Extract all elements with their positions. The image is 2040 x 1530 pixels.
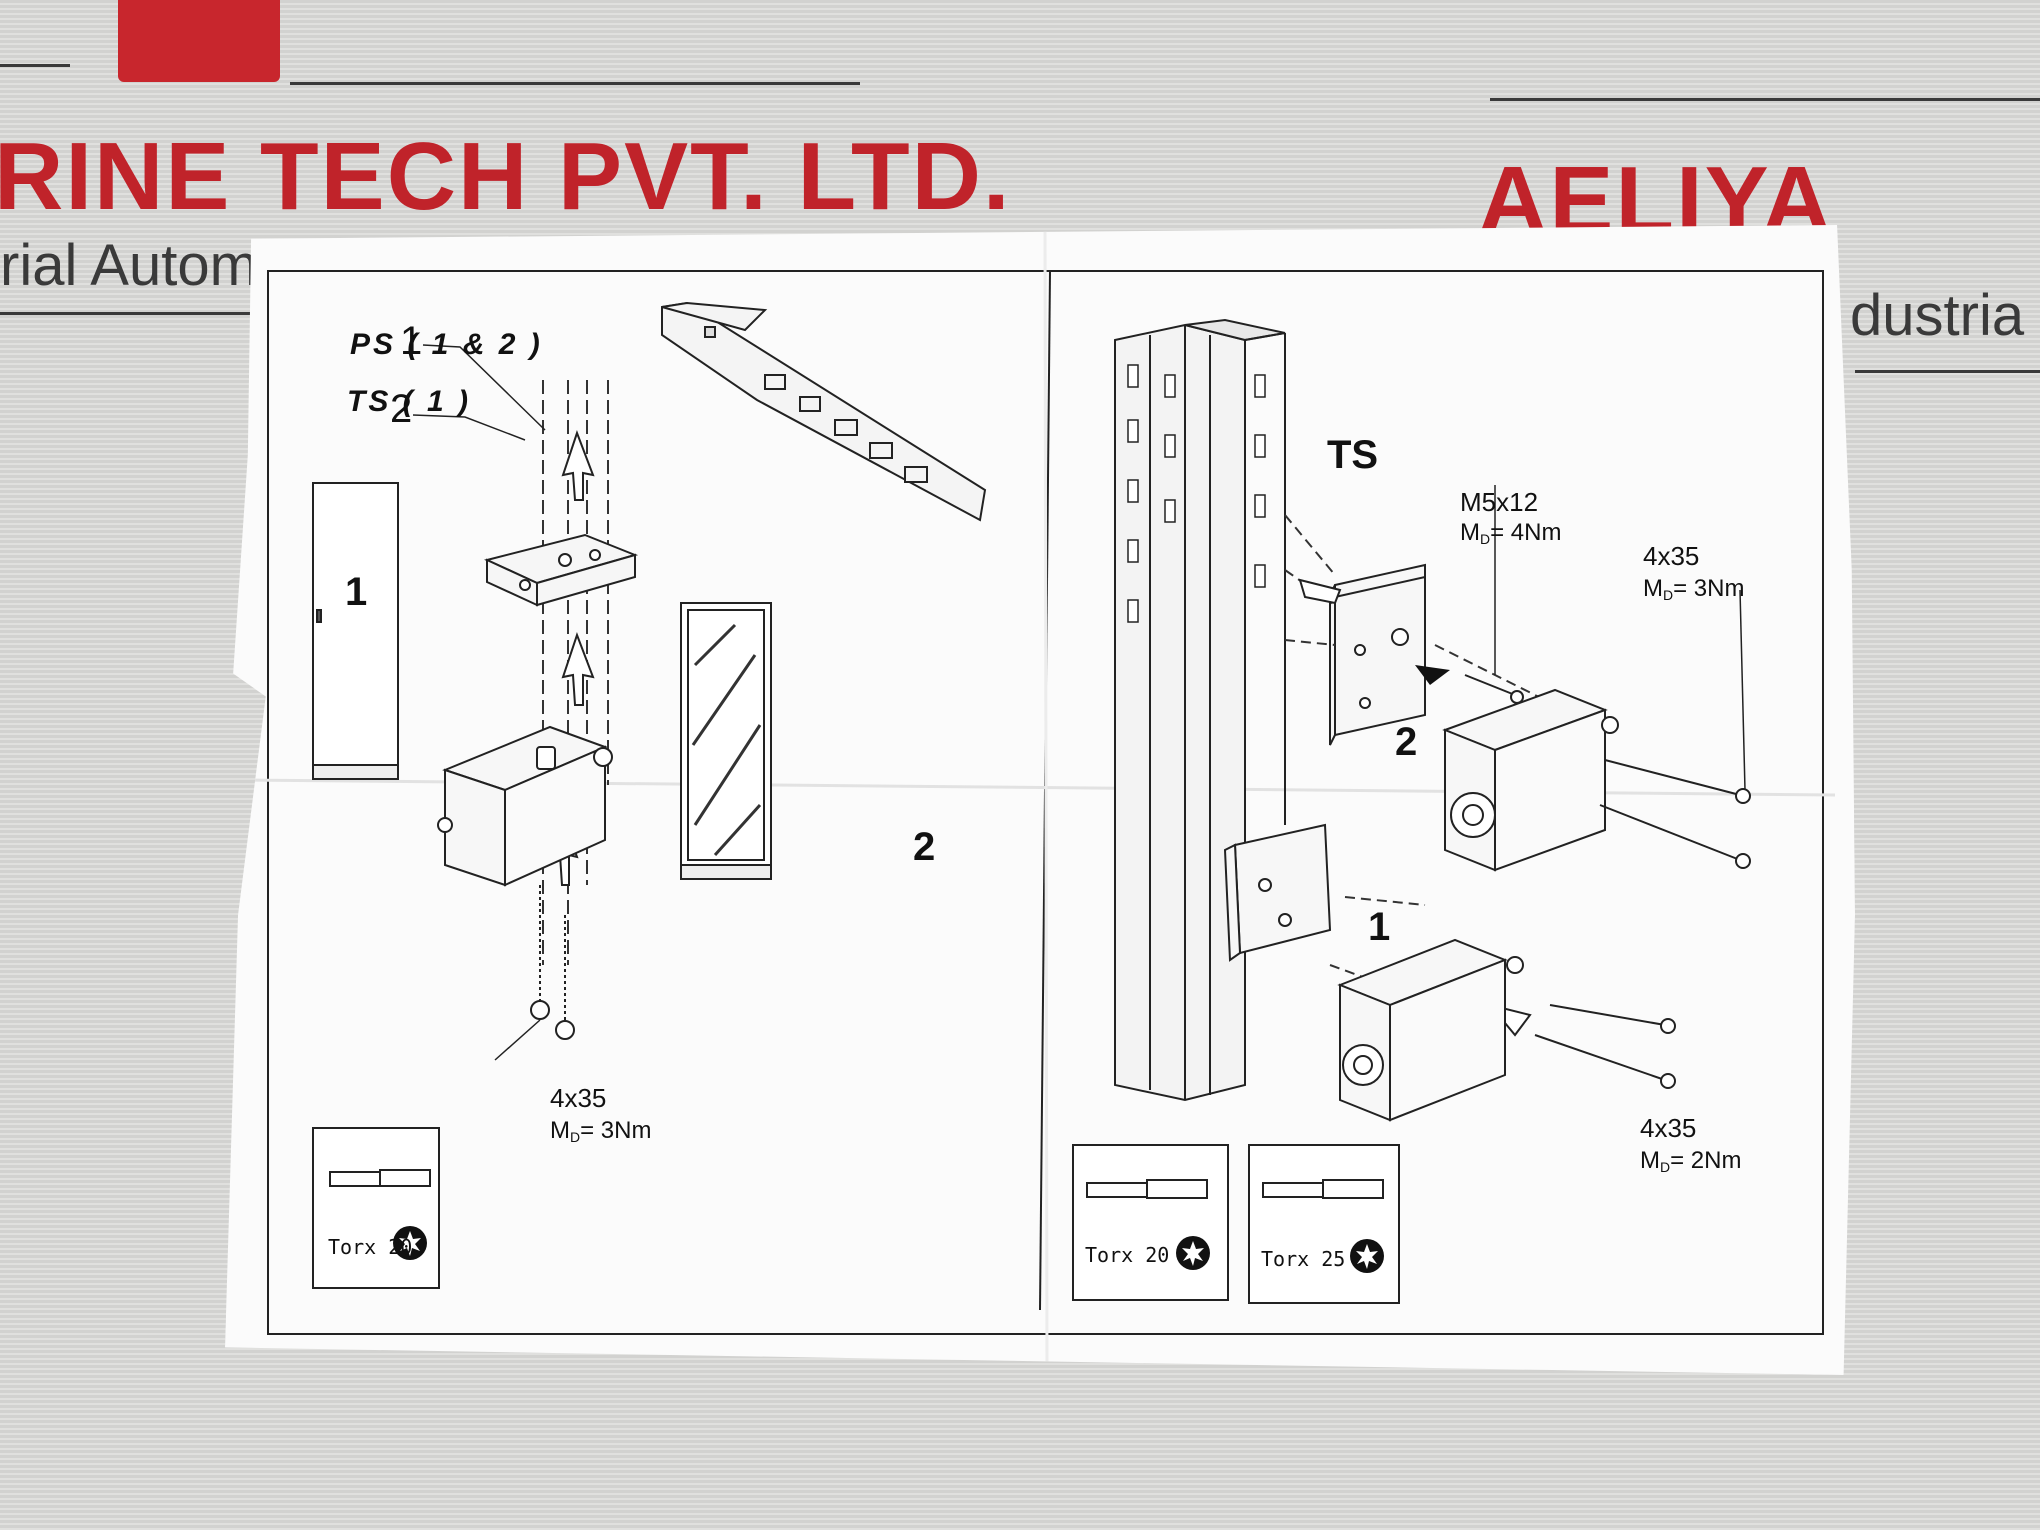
background-subtitle-right: dustria	[1850, 283, 2025, 348]
door-label-1: 1	[345, 570, 368, 614]
lock-box-upper	[1442, 688, 1619, 872]
company-logo	[118, 0, 280, 82]
divider-rule	[0, 64, 70, 67]
pointer-arrow	[1415, 665, 1450, 685]
tool-label-right-2: Torx 25	[1261, 1247, 1346, 1271]
divider-rule	[290, 82, 860, 85]
bracket-1	[1223, 823, 1332, 962]
screw-c-torque: MD= 2Nm	[1640, 1147, 1742, 1175]
tool-box-right-2	[1248, 1144, 1400, 1304]
lock-box-lower	[1337, 938, 1524, 1122]
door-label-2: 2	[913, 825, 936, 869]
tool-label-right-1: Torx 20	[1085, 1243, 1170, 1267]
heading-ts-right: TS	[1327, 433, 1379, 477]
tool-box-left	[312, 1127, 440, 1289]
screws-right	[1464, 674, 1751, 1089]
heading-ps: PS ( 1 & 2 )	[350, 328, 543, 361]
profile-holes	[1127, 364, 1266, 928]
divider-rule	[1855, 370, 2040, 373]
heading-ts: TS ( 1 )	[347, 385, 472, 418]
screw-a-torque: MD= 4Nm	[1460, 519, 1562, 547]
callout-leader	[494, 1019, 541, 1061]
fold-crease	[1043, 225, 1049, 1375]
assembly-drawing	[244, 225, 1836, 1375]
screw-size-left: 4x35	[550, 1083, 607, 1113]
bracket-label-2: 2	[1395, 720, 1418, 764]
bracket-label-1: 1	[1368, 905, 1391, 949]
door-2-drawing	[680, 602, 772, 880]
lock-box	[437, 725, 613, 887]
screw-b-size: 4x35	[1643, 541, 1700, 571]
wrench-icon	[1086, 1179, 1208, 1199]
divider-rule	[0, 312, 300, 315]
tool-box-right-1	[1072, 1144, 1229, 1301]
instruction-sheet: PS ( 1 & 2 ) TS ( 1 ) 1 2 1 2 4x35 MD= 3…	[225, 225, 1855, 1375]
bracket-2	[1329, 563, 1426, 746]
callout-leaders-right	[1494, 485, 1746, 791]
screw-c-size: 4x35	[1640, 1113, 1697, 1143]
background-subtitle-left: rial Autom	[0, 233, 258, 298]
screws-left	[530, 885, 575, 1040]
torque-left: MD= 3Nm	[550, 1117, 652, 1145]
top-rail	[661, 301, 987, 522]
torx-icon	[393, 1226, 427, 1260]
wrench-icon	[1262, 1179, 1384, 1199]
frame-profile	[1114, 318, 1286, 1102]
door-1-drawing	[312, 482, 399, 780]
mounting-bracket	[484, 533, 639, 607]
torx-icon	[1176, 1236, 1210, 1270]
callout-leaders	[412, 344, 546, 441]
torx-icon	[1350, 1239, 1384, 1273]
wrench-icon	[329, 1169, 431, 1187]
callout-1: 1	[400, 319, 423, 363]
screw-b-torque: MD= 3Nm	[1643, 575, 1745, 603]
tool-label-left: Torx 20	[328, 1235, 413, 1259]
callout-2: 2	[390, 387, 413, 431]
divider-rule	[1490, 98, 2040, 101]
background-company-name-left: RINE TECH PVT. LTD.	[0, 123, 1012, 230]
screw-a-size: M5x12	[1460, 487, 1539, 517]
